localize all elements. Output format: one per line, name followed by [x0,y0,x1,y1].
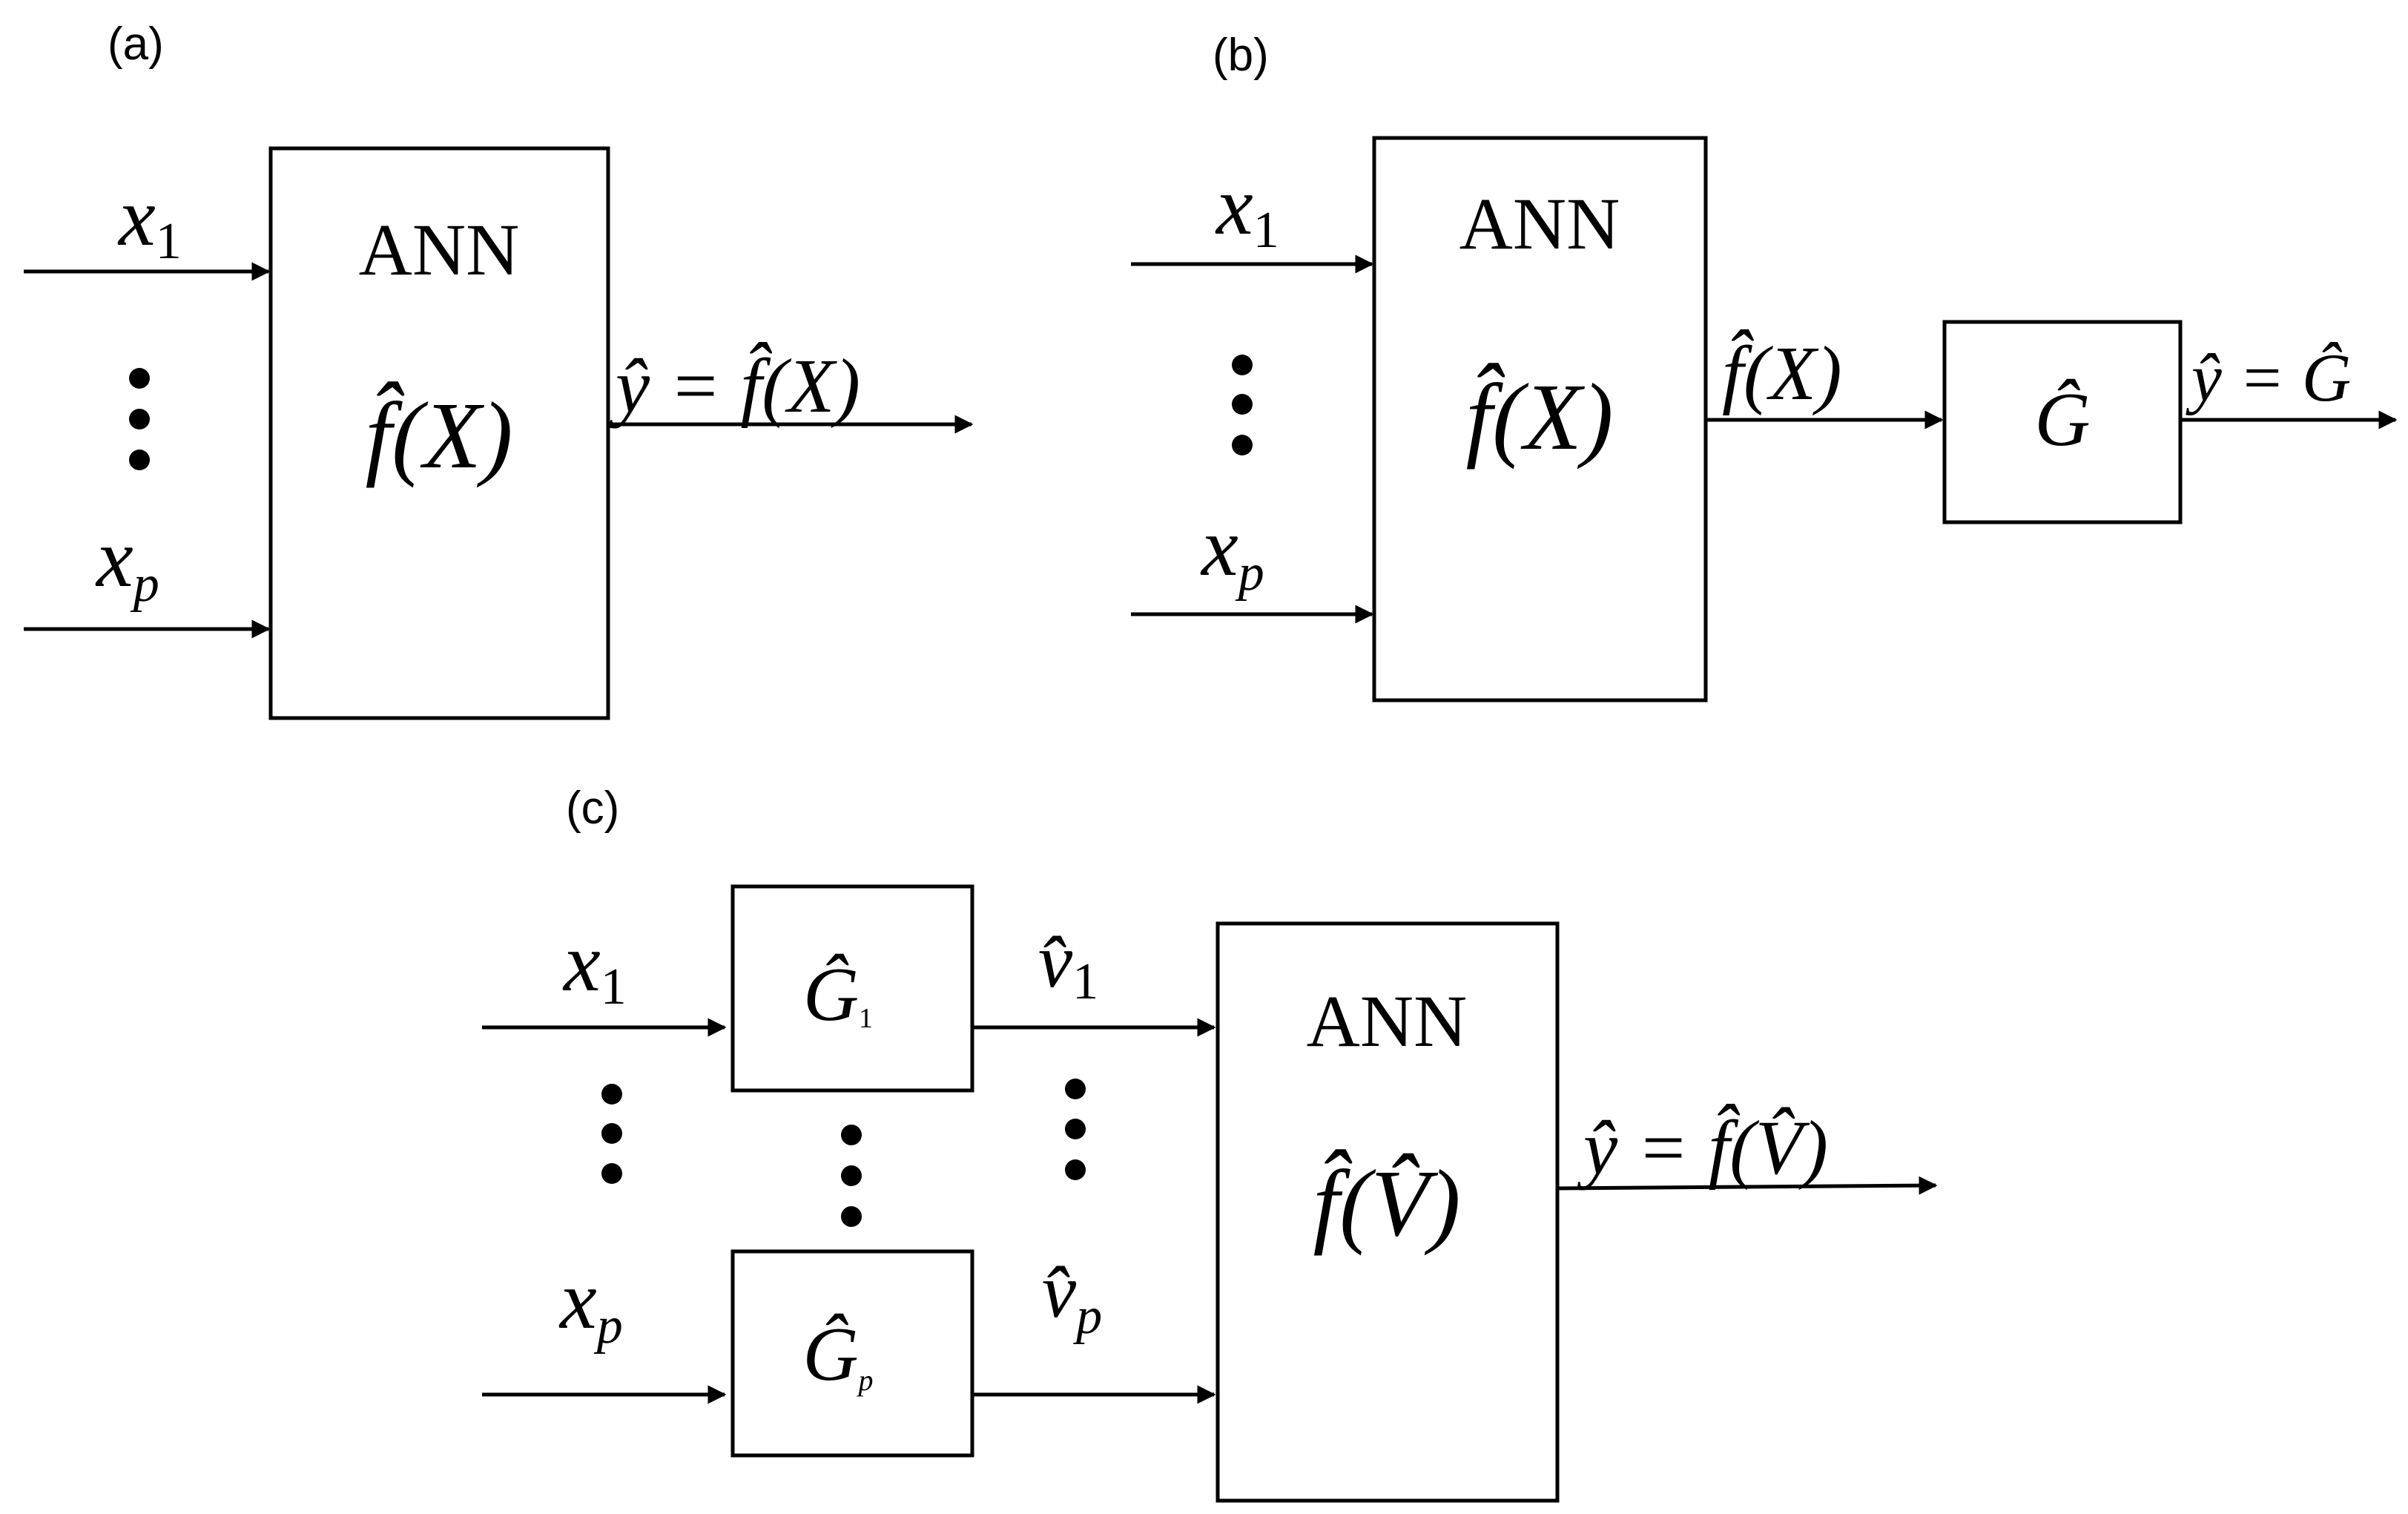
panel-c-input-ellipsis-dot [601,1163,622,1184]
panel-a-label: (a) [108,19,164,70]
panel-c-g-ellipsis-dot [841,1165,862,1186]
panel-b-ann-function: f̂(X) [1466,363,1614,470]
panel-a: (a) ANN f̂(X) x1 xp ŷ = f̂(X) [24,19,974,720]
panel-a-ann-title: ANN [359,208,520,291]
panel-c-v1-label: v̂1 [1038,918,1098,1010]
panel-a-ann-box [268,146,610,720]
panel-a-output-label: ŷ = f̂(X) [609,341,860,429]
panel-c-input-1-label: x1 [562,917,627,1016]
panel-c-ann-box [1215,921,1560,1503]
panel-b-output-label: ŷ = Ĝ [2186,340,2351,415]
panel-c-v-ellipsis-dot [1065,1079,1086,1099]
panel-c-output-arrow [1557,1176,1938,1195]
panel-c-output-label: ŷ = f̂(V̂) [1577,1103,1828,1191]
panel-b-ann-title: ANN [1459,182,1620,265]
panel-c-ann-function: f̂(V̂) [1313,1149,1461,1256]
panel-b-ellipsis-dot [1232,394,1253,415]
panel-b-ellipsis-dot [1232,435,1253,455]
panel-c-v-ellipsis-dot [1065,1119,1086,1139]
panel-c-g-ellipsis-dot [841,1206,862,1227]
panel-b-input-p-label: xp [1200,501,1264,602]
panel-b-label: (b) [1213,30,1269,81]
panel-b: (b) ANN f̂(X) x1 xp f̂(X) Ĝ ŷ = Ĝ [1131,30,2398,702]
panel-a-ellipsis-dot [129,409,150,429]
panel-c-input-p-label: xp [558,1254,623,1355]
panel-c-label: (c) [566,783,619,834]
panel-a-ellipsis-dot [129,368,150,389]
panel-b-g-label: Ĝ [2034,377,2090,462]
panel-c-g1-label: Ĝ1 [803,952,873,1037]
panel-c-input-ellipsis-dot [601,1084,622,1105]
panel-c-gp-box [730,1249,974,1458]
panel-a-input-p-label: xp [95,513,159,613]
panel-c-vp-label: v̂p [1042,1248,1102,1345]
panel-c: (c) x1 xp Ĝ1 Ĝp v̂1 v̂p ANN f̂(V̂) ŷ = f… [482,783,1938,1503]
panel-c-input-ellipsis-dot [601,1123,622,1144]
panel-c-v-ellipsis-dot [1065,1159,1086,1180]
panel-c-gp-label: Ĝp [802,1311,873,1397]
panel-c-g-ellipsis-dot [841,1125,862,1145]
panel-c-ann-title: ANN [1307,980,1468,1062]
panel-a-input-1-label: x1 [117,171,182,270]
panel-b-intermediate-label: f̂(X) [1722,329,1842,416]
panel-b-input-1-label: x1 [1215,160,1279,259]
panel-a-ann-function: f̂(X) [366,381,513,488]
panel-c-g1-box [730,884,974,1093]
panel-a-ellipsis-dot [129,450,150,470]
panel-b-g-box [1942,320,2183,524]
panel-b-ellipsis-dot [1232,355,1253,375]
